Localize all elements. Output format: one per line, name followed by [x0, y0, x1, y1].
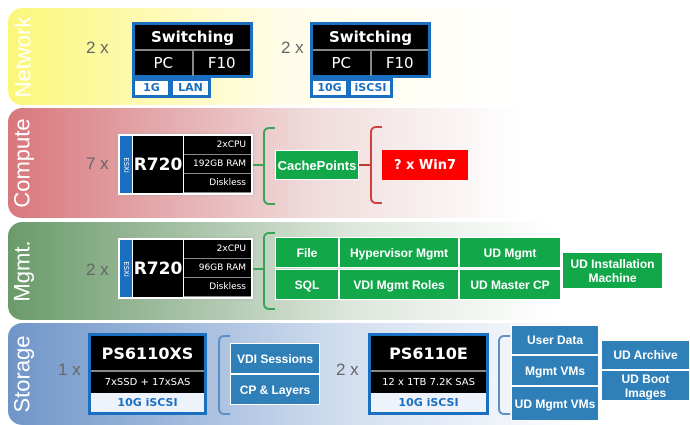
role-file: File [275, 237, 339, 268]
mgmt-hypervisor: ESXi [122, 260, 131, 277]
volume-ud-mgmt-vms: UD Mgmt VMs [511, 386, 599, 421]
array1-model: PS6110XS [91, 336, 204, 372]
compute-hypervisor: ESXi [122, 156, 131, 173]
array1-net: 10G iSCSI [91, 393, 204, 412]
array1: PS6110XS 7xSSD + 17xSAS 10G iSCSI [88, 333, 207, 415]
role-ud-mgmt: UD Mgmt [459, 237, 561, 268]
connector [359, 164, 370, 166]
mgmt-spec: Diskless [184, 278, 251, 297]
array2-model: PS6110E [371, 336, 486, 372]
array1-disks: 7xSSD + 17xSAS [104, 377, 191, 388]
array2-net: 10G iSCSI [371, 393, 486, 412]
switch2: Switching PC F10 [310, 22, 431, 78]
compute-spec: 2xCPU [184, 136, 251, 155]
volume-mgmt-vms: Mgmt VMs [511, 355, 599, 386]
switch2-title: Switching [313, 25, 428, 51]
role-ud-master-cp: UD Master CP [459, 269, 561, 300]
array1-count: 1 x [58, 360, 81, 379]
cachepoints-box: CachePoints [275, 150, 359, 180]
switch2-count: 2 x [281, 38, 304, 57]
volume-user-data: User Data [511, 325, 599, 355]
blue-bracket [218, 335, 230, 415]
mgmt-spec: 96GB RAM [184, 259, 251, 278]
array2: PS6110E 12 x 1TB 7.2K SAS 10G iSCSI [368, 333, 489, 415]
switch1: Switching PC F10 [132, 22, 253, 78]
network-label: Network [10, 16, 35, 97]
role-sql: SQL [275, 269, 339, 300]
compute-model: R720 [133, 136, 183, 193]
storage-label: Storage [10, 335, 35, 413]
ud-installation-machine: UD Installation Machine [562, 252, 663, 289]
volume-ud-archive: UD Archive [601, 340, 690, 370]
role-hypervisor-mgmt: Hypervisor Mgmt [339, 237, 459, 268]
switch2-tag: iSCSI [348, 78, 393, 98]
connector [253, 164, 263, 166]
switch1-tag: LAN [170, 78, 211, 98]
switch1-right: F10 [207, 54, 236, 72]
volume-ud-boot-images: UD Boot Images [601, 370, 690, 401]
connector [253, 268, 263, 270]
compute-label: Compute [10, 118, 35, 208]
mgmt-spec: 2xCPU [184, 240, 251, 259]
mgmt-count: 2 x [86, 260, 109, 279]
compute-spec: 192GB RAM [184, 155, 251, 174]
role-vdi-mgmt-roles: VDI Mgmt Roles [339, 269, 459, 300]
switch2-right: F10 [385, 54, 414, 72]
array2-count: 2 x [336, 360, 359, 379]
win7-box: ? x Win7 [382, 150, 468, 180]
green-bracket [263, 232, 275, 310]
green-bracket [263, 127, 275, 205]
switch1-title: Switching [135, 25, 250, 51]
switch2-tag: 10G [310, 78, 349, 98]
switch1-tag: 1G [132, 78, 171, 98]
blue-bracket [498, 335, 510, 415]
volume-cp-layers: CP & Layers [230, 374, 320, 405]
array2-disks: 12 x 1TB 7.2K SAS [382, 377, 475, 388]
switch1-count: 2 x [86, 38, 109, 57]
compute-count: 7 x [86, 154, 109, 173]
mgmt-label: Mgmt. [10, 240, 35, 302]
mgmt-model: R720 [133, 240, 183, 297]
volume-vdi-sessions: VDI Sessions [230, 343, 320, 374]
switch1-left: PC [135, 51, 194, 76]
switch2-left: PC [313, 51, 372, 76]
red-bracket [370, 126, 382, 204]
compute-spec: Diskless [184, 174, 251, 193]
